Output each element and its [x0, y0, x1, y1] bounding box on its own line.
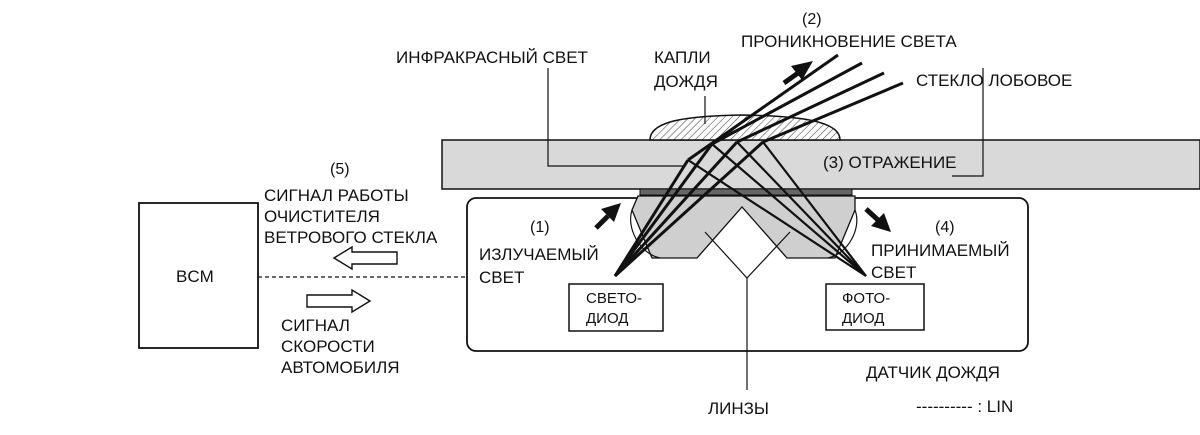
- emitted-light-arrow: [594, 203, 621, 230]
- photodiode-label-line1: ФОТО-: [842, 290, 890, 307]
- light-penetration-label: ПРОНИКНОВЕНИЕ СВЕТА: [741, 32, 957, 51]
- leader-lines: [547, 68, 984, 177]
- emitted-light-label-line2: СВЕТ: [479, 268, 524, 287]
- left-lens-curve: [630, 209, 661, 259]
- received-light-label-line1: ПРИНИМАЕМЫЙ: [871, 241, 1010, 260]
- speed-signal-label-line2: СКОРОСТИ: [281, 337, 375, 356]
- wiper-signal-number: (5): [330, 161, 350, 178]
- wiper-signal-label-line1: СИГНАЛ РАБОТЫ: [264, 186, 409, 205]
- coupling-pad: [639, 188, 853, 196]
- received-light-arrow: [864, 207, 891, 232]
- lens-pointer: [704, 231, 791, 390]
- speed-signal-arrow: [306, 288, 372, 314]
- reflected-light-rays: [687, 141, 867, 277]
- bcm-label: BCM: [176, 267, 214, 286]
- speed-signal-label-line1: СИГНАЛ: [281, 316, 350, 335]
- raindrops-label-line1: КАПЛИ: [654, 48, 711, 67]
- led-box: [568, 283, 664, 332]
- bcm-box: [138, 202, 259, 349]
- wiper-signal-arrow: [332, 245, 398, 271]
- speed-signal-label-line3: АВТОМОБИЛЯ: [281, 358, 400, 377]
- led-label-line1: СВЕТО-: [586, 290, 642, 307]
- raindrops-label-line2: ДОЖДЯ: [654, 72, 718, 91]
- penetration-arrow: [782, 61, 813, 86]
- wiper-signal-label-line3: ВЕТРОВОГО СТЕКЛА: [264, 228, 438, 247]
- reflection-label: (3) ОТРАЖЕНИЕ: [823, 153, 957, 172]
- right-lens-curve: [827, 209, 858, 259]
- rain-sensor-label: ДАТЧИК ДОЖДЯ: [866, 363, 1000, 382]
- windshield-glass: [441, 139, 1200, 190]
- photodiode-label-line2: ДИОД: [842, 310, 884, 327]
- penetration-number: (2): [802, 11, 822, 28]
- emitted-light-number: (1): [530, 219, 550, 236]
- lenses-label: ЛИНЗЫ: [708, 399, 769, 418]
- photodiode-box: [825, 283, 925, 331]
- led-label-line2: ДИОД: [586, 310, 628, 327]
- penetrating-light-rays: [687, 53, 904, 162]
- lin-legend: ---------- : LIN: [916, 397, 1013, 416]
- infrared-light-label: ИНФРАКРАСНЫЙ СВЕТ: [396, 48, 588, 67]
- emitted-light-label-line1: ИЗЛУЧАЕМЫЙ: [479, 245, 599, 264]
- wiper-signal-label-line2: ОЧИСТИТЕЛЯ: [264, 207, 380, 226]
- received-light-label-line2: СВЕТ: [871, 263, 916, 282]
- received-light-number: (4): [935, 219, 955, 236]
- windshield-label: СТЕКЛО ЛОБОВОЕ: [916, 71, 1072, 90]
